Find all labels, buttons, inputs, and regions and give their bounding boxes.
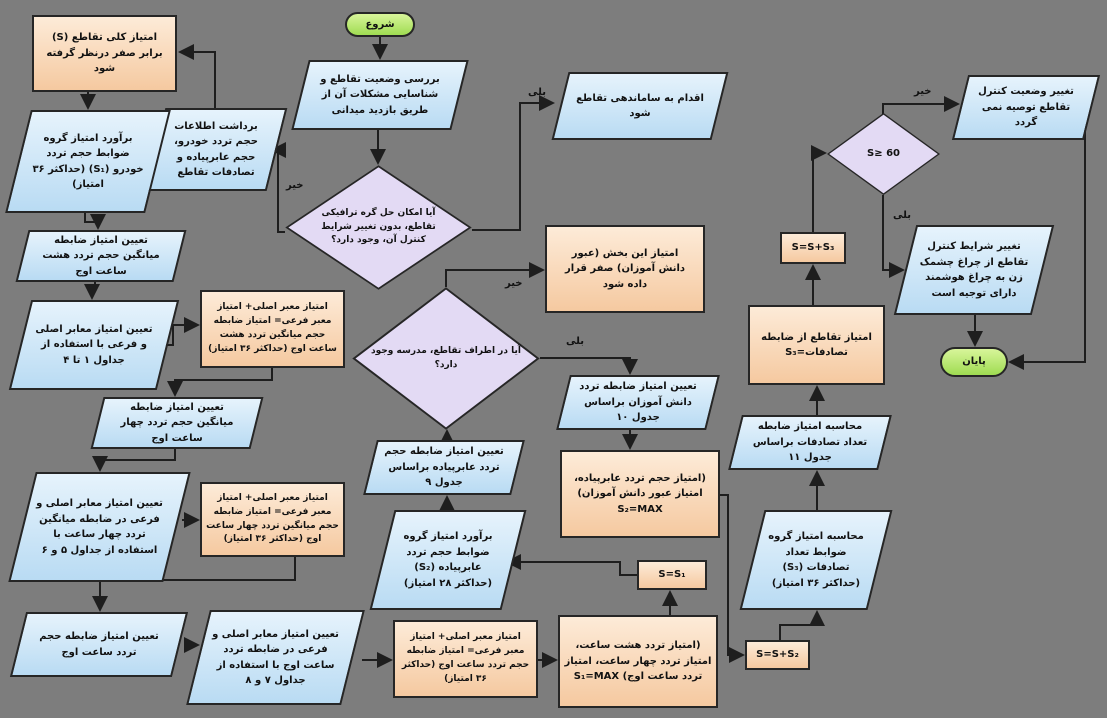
decision-s-threshold-label: S≥ 60 [867,148,900,160]
start-label: شروع [365,18,395,30]
s-plus-s3-step: S=S+S₃ [780,232,846,264]
estimate-s1-label: برآورد امتیاز گروه ضوابط حجم تردد خودرو … [32,132,144,191]
streets8-step: تعیین امتیاز معابر اصلی و فرعی با استفاد… [8,300,180,390]
start-terminal: شروع [345,12,415,37]
sum8-label: امتیاز معبر اصلی+ امتیاز معبر فرعی= امتی… [208,302,337,354]
no-label: خیر [914,86,932,97]
s3-definition-step: امتیاز تقاطع از ضابطه تصادفات=S₃ [748,305,885,385]
decision-s-threshold: S≥ 60 [827,113,940,195]
s-zero-step: امتیاز کلی تقاطع (S) برابر صفر درنظر گرف… [32,15,177,92]
inspect-step: بررسی وضعیت تقاطع و شناسایی مشکلات آن از… [291,60,469,130]
s2-max-step: (امتیاز حجم تردد عابرپیاده، امتیاز عبور … [560,450,720,538]
estimate-s1-step: برآورد امتیاز گروه ضوابط حجم تردد خودرو … [5,110,171,213]
yes-label: بلی [566,336,584,347]
accidents-step: محاسبه امتیاز ضابطه تعداد تصادفات براساس… [728,415,892,470]
sum-peak-step: امتیاز معبر اصلی+ امتیاز معبر فرعی= امتی… [393,620,538,698]
inspect-label: بررسی وضعیت تقاطع و شناسایی مشکلات آن از… [320,73,440,116]
streets-peak-label: تعیین امتیاز معابر اصلی و فرعی در ضابطه … [212,628,339,687]
collect-data-step: برداشت اطلاعات حجم تردد خودرو، حجم عابرپ… [144,108,288,191]
s-equals-s1-label: S=S₁ [658,569,686,581]
s2-max-label: (امتیاز حجم تردد عابرپیاده، امتیاز عبور … [574,472,706,515]
sum4-label: امتیاز معبر اصلی+ امتیاز معبر فرعی= امتی… [206,492,339,545]
s-equals-s1-step: S=S₁ [637,560,707,590]
decision-solve-label: آیا امکان حل گره ترافیکی تقاطع، بدون تغی… [321,207,436,246]
organize-label: اقدام به ساماندهی تقاطع شود [576,92,704,120]
collect-data-label: برداشت اطلاعات حجم تردد خودرو، حجم عابرپ… [174,120,258,179]
streets8-label: تعیین امتیاز معابر اصلی و فرعی با استفاد… [35,323,153,366]
s-zero-label: امتیاز کلی تقاطع (S) برابر صفر درنظر گرف… [46,32,163,75]
no-label: خیر [286,180,304,191]
s1-max-label: (امتیاز تردد هشت ساعت، امتیاز تردد چهار … [564,640,712,683]
s3-definition-label: امتیاز تقاطع از ضابطه تصادفات=S₃ [761,331,872,359]
students-label: تعیین امتیاز ضابطه تردد دانش آموزان براس… [579,381,697,424]
students-step: تعیین امتیاز ضابطه تردد دانش آموزان براس… [556,375,720,430]
sum-peak-label: امتیاز معبر اصلی+ امتیاز معبر فرعی= امتی… [401,632,530,684]
no-label: خیر [505,278,523,289]
s1-max-step: (امتیاز تردد هشت ساعت، امتیاز تردد چهار … [558,615,718,708]
no-change-label: تغییر وضعیت کنترل تقاطع توصیه نمی گردد [978,86,1074,129]
calc-s3-label: محاسبه امتیاز گروه ضوابط تعداد تصادفات (… [768,531,864,589]
sum4-step: امتیاز معبر اصلی+ امتیاز معبر فرعی= امتی… [200,482,345,557]
no-change-step: تغییر وضعیت کنترل تقاطع توصیه نمی گردد [951,75,1101,140]
sum8-step: امتیاز معبر اصلی+ امتیاز معبر فرعی= امتی… [200,290,345,368]
avg8-label: تعیین امتیاز ضابطه میانگین حجم تردد هشت … [42,234,160,277]
avg4-label: تعیین امتیاز ضابطه میانگین حجم تردد چهار… [120,401,234,444]
s-plus-s2-step: S=S+S₂ [745,640,810,670]
streets4-label: تعیین امتیاز معابر اصلی و فرعی در ضابطه … [36,498,163,556]
pedestrian-step: تعیین امتیاز ضابطه حجم تردد عابرپیاده بر… [363,440,525,495]
estimate-s2-step: برآورد امتیاز گروه ضوابط حجم تردد عابرپی… [369,510,527,610]
peak-label: تعیین امتیاز ضابطه حجم تردد ساعت اوج [39,631,159,658]
pedestrian-label: تعیین امتیاز ضابطه حجم تردد عابرپیاده بر… [384,446,504,489]
end-terminal: پایان [940,347,1008,377]
yes-label: بلی [893,210,911,221]
organize-step: اقدام به ساماندهی تقاطع شود [551,72,729,140]
accidents-label: محاسبه امتیاز ضابطه تعداد تصادفات براساس… [752,421,868,464]
decision-school-label: آیا در اطراف تقاطع، مدرسه وجود دارد؟ [371,345,521,370]
streets4-step: تعیین امتیاز معابر اصلی و فرعی در ضابطه … [8,472,191,582]
avg8-step: تعیین امتیاز ضابطه میانگین حجم تردد هشت … [15,230,187,282]
change-control-label: تغییر شرایط کنترل تقاطع از چراغ چشمک زن … [919,241,1029,299]
peak-step: تعیین امتیاز ضابطه حجم تردد ساعت اوج [9,612,189,677]
estimate-s2-label: برآورد امتیاز گروه ضوابط حجم تردد عابرپی… [403,531,493,589]
yes-label: بلی [528,87,546,98]
school-zero-step: امتیاز این بخش (عبور دانش آموزان) صفر قر… [545,225,705,313]
decision-school-nearby: آیا در اطراف تقاطع، مدرسه وجود دارد؟ [352,287,540,430]
avg4-step: تعیین امتیاز ضابطه میانگین حجم تردد چهار… [90,397,264,449]
change-control-step: تغییر شرایط کنترل تقاطع از چراغ چشمک زن … [893,225,1055,315]
streets-peak-step: تعیین امتیاز معابر اصلی و فرعی در ضابطه … [186,610,365,705]
decision-solve-without-control-change: آیا امکان حل گره ترافیکی تقاطع، بدون تغی… [285,165,472,290]
calc-s3-step: محاسبه امتیاز گروه ضوابط تعداد تصادفات (… [739,510,893,610]
s-plus-s3-label: S=S+S₃ [791,242,835,254]
s-plus-s2-label: S=S+S₂ [756,649,799,661]
school-zero-label: امتیاز این بخش (عبور دانش آموزان) صفر قر… [564,247,686,290]
end-label: پایان [962,356,986,368]
